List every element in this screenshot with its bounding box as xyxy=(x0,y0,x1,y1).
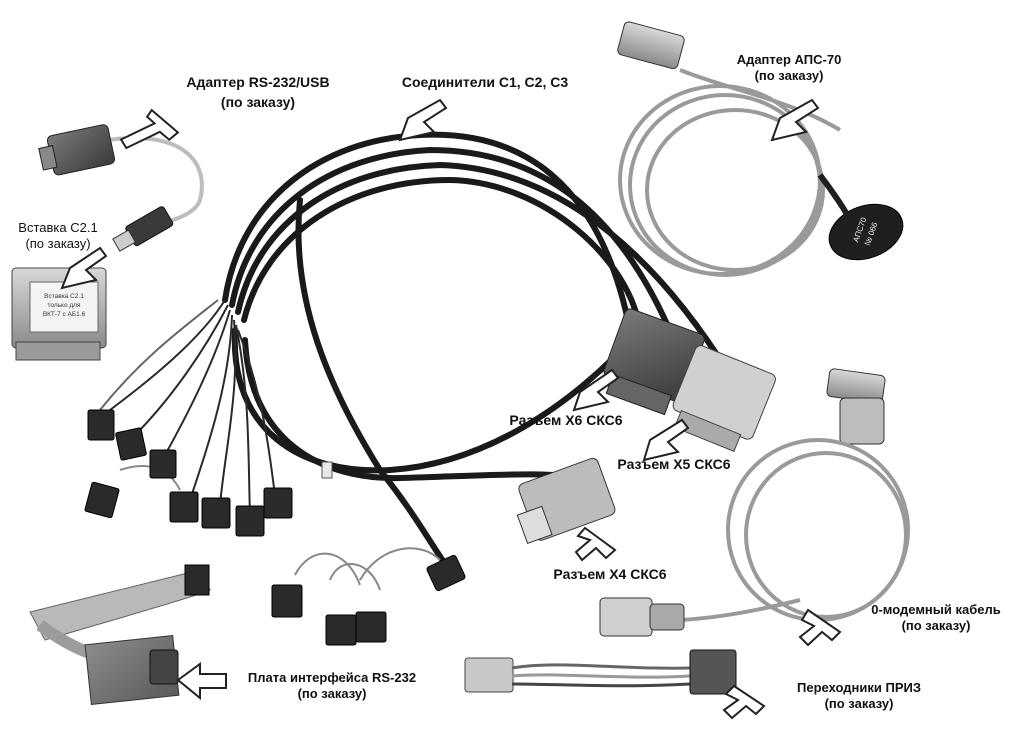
label-connectors-title: Соединители С1, С2, С3 xyxy=(401,74,569,90)
arrow-outline-icon xyxy=(60,98,842,720)
label-usb-adapter-note: (по заказу) xyxy=(220,94,296,110)
priz-adapters xyxy=(464,649,737,695)
sticker-line-1: Вставка С2.1 xyxy=(44,293,84,300)
label-insert-title: Вставка С2.1 xyxy=(18,220,98,235)
label-x4: Разъем Х4 СКС6 xyxy=(540,566,680,582)
db-connector-x5 xyxy=(672,345,776,452)
aps70-adapter xyxy=(617,21,904,277)
insert-sticker-text: Вставка С2.1 только для ВКТ-7 с АБ1.6 xyxy=(43,293,86,318)
label-x4-title: Разъем Х4 СКС6 xyxy=(553,566,667,582)
label-aps-adapter: Адаптер АПС-70 (по заказу) xyxy=(714,52,864,84)
label-x5: Разъем Х5 СКС6 xyxy=(604,456,744,472)
rs232-interface-board xyxy=(29,564,211,705)
label-aps-adapter-note: (по заказу) xyxy=(754,68,824,83)
label-priz-note: (по заказу) xyxy=(824,696,894,711)
label-rs232-board-note: (по заказу) xyxy=(297,686,367,701)
twisted-wire-bundles xyxy=(99,299,276,516)
label-x6: Разъем Х6 СКС6 xyxy=(496,412,636,428)
insert-c21-box xyxy=(11,267,107,361)
cable-tie xyxy=(321,461,333,479)
label-priz: Переходники ПРИЗ (по заказу) xyxy=(774,680,944,712)
label-x6-title: Разъем Х6 СКС6 xyxy=(509,412,623,428)
db-connector-x4 xyxy=(516,457,616,545)
label-rs232-board: Плата интерфейса RS-232 (по заказу) xyxy=(232,670,432,702)
main-harness-cables xyxy=(222,131,733,573)
terminal-plugs xyxy=(84,409,293,537)
label-aps-adapter-title: Адаптер АПС-70 xyxy=(736,52,842,67)
label-modem-title: 0-модемный кабель xyxy=(871,602,1001,617)
label-insert-note: (по заказу) xyxy=(25,236,91,251)
rs232-wire-assembly xyxy=(271,547,466,646)
sticker-line-2: только для xyxy=(48,302,81,309)
label-insert: Вставка С2.1 (по заказу) xyxy=(18,220,98,252)
sticker-line-3: ВКТ-7 с АБ1.6 xyxy=(43,311,86,318)
label-priz-title: Переходники ПРИЗ xyxy=(797,680,921,695)
label-connectors: Соединители С1, С2, С3 xyxy=(380,74,590,90)
label-rs232-board-title: Плата интерфейса RS-232 xyxy=(247,670,417,685)
label-modem-note: (по заказу) xyxy=(901,618,971,633)
rs232-usb-adapter xyxy=(38,124,204,252)
label-usb-adapter-title: Адаптер RS-232/USB xyxy=(186,74,330,90)
label-usb-adapter: Адаптер RS-232/USB (по заказу) xyxy=(148,74,368,110)
label-x5-title: Разъем Х5 СКС6 xyxy=(617,456,731,472)
label-modem: 0-модемный кабель (по заказу) xyxy=(856,602,1016,634)
